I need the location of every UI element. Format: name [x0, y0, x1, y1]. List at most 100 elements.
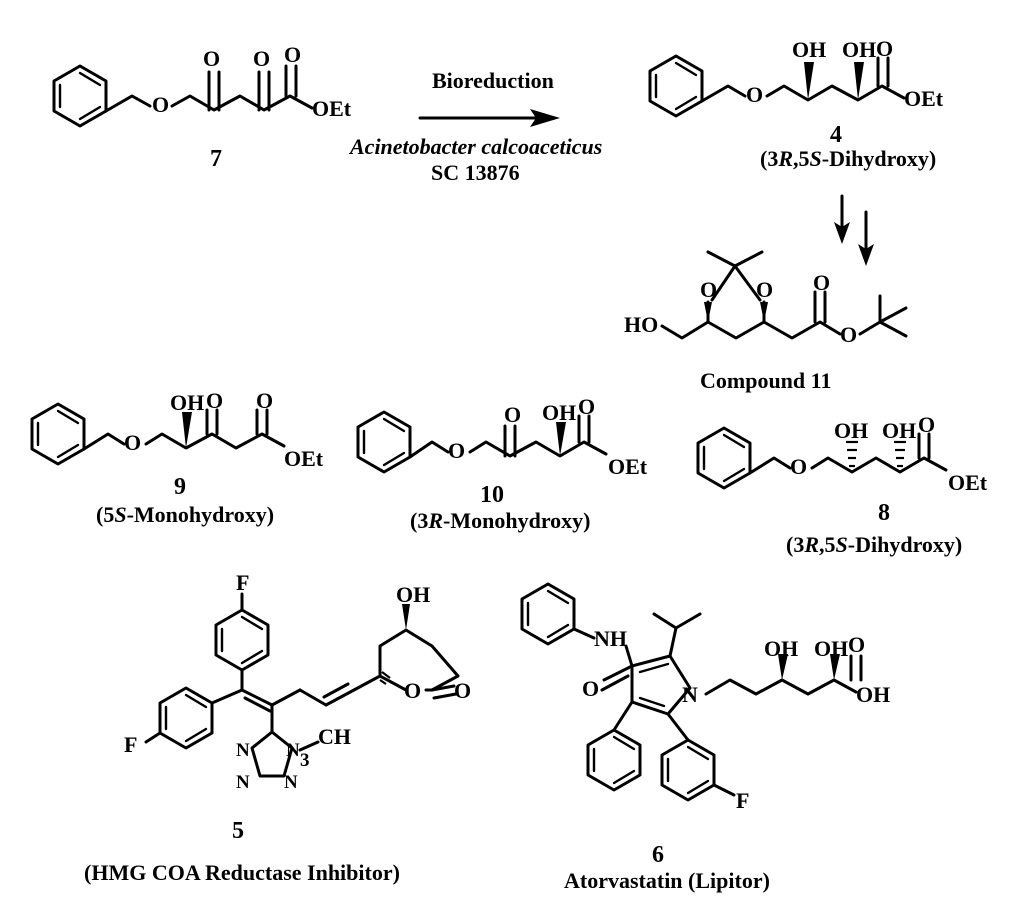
ethoxy-group: OEt [948, 470, 988, 495]
oxygen-ketone: O [206, 388, 223, 413]
oxygen-ring-1: O [700, 277, 717, 302]
oxygen-ketone-1: O [203, 46, 220, 71]
hydroxyl-terminal: HO [624, 312, 658, 337]
oxygen-amide: O [582, 676, 599, 701]
hydroxyl-5: OH [792, 37, 826, 62]
tetrazole-n-2: N [236, 772, 250, 793]
reaction-strain: SC 13876 [431, 160, 520, 185]
oxygen-ether: O [124, 430, 141, 455]
oxygen-ether: O [448, 438, 465, 463]
benzene-ring [648, 54, 704, 118]
oxygen-ester-carbonyl: O [284, 42, 301, 67]
compound-8-structure: O OH OH O OEt [696, 412, 988, 495]
hydroxyl-3: OH [542, 400, 576, 425]
compound-11-label: Compound 11 [700, 368, 831, 393]
oxygen-ester-carbonyl: O [918, 412, 935, 437]
oxygen-ketone: O [504, 402, 521, 427]
step-arrow-1-head [834, 222, 850, 244]
compound-6-descriptor: Atorvastatin (Lipitor) [564, 868, 770, 893]
stereo-wedge-5S [182, 412, 192, 448]
ethoxy-group: OEt [284, 446, 324, 471]
phenyl-ring-anilide [520, 582, 576, 646]
ethoxy-group: OEt [608, 454, 648, 479]
oxygen-ether: O [152, 92, 169, 117]
stereo-hash-lactone [379, 671, 391, 685]
stereo-wedge-5S [804, 62, 814, 100]
pyrrole-ring [630, 654, 692, 716]
reaction-organism: Acinetobacter calcoaceticus [348, 134, 602, 159]
reaction-condition-bioreduction: Bioreduction [432, 68, 554, 93]
compound-4-descriptor: (3R,5S-Dihydroxy) [760, 146, 936, 171]
benzene-ring [356, 410, 412, 474]
compound-7-number: 7 [210, 146, 222, 172]
fluorophenyl-ring [660, 738, 716, 802]
fluorine-top: F [236, 570, 249, 595]
reaction-arrow-head [530, 109, 560, 127]
compound-6-number: 6 [652, 842, 664, 868]
fluorine-left: F [124, 732, 137, 757]
compound-4-number: 4 [830, 122, 842, 148]
compound-9-descriptor: (5S-Monohydroxy) [96, 502, 274, 527]
compound-5-number: 5 [232, 818, 244, 844]
oxygen-lactone-carbonyl: O [454, 678, 471, 703]
compound-5-structure: F F N N N N CH 3 [124, 570, 471, 793]
oxygen-ester-carbonyl: O [578, 394, 595, 419]
hydroxyl-3: OH [842, 37, 876, 62]
oxygen-acid-carbonyl: O [848, 632, 865, 657]
hydroxyl-lactone: OH [396, 582, 430, 607]
stereo-wedge-lactone [402, 604, 410, 630]
hydroxyl-b: OH [814, 636, 848, 661]
benzene-ring [52, 64, 108, 128]
compound-5-descriptor: (HMG COA Reductase Inhibitor) [84, 860, 400, 885]
methyl-group: CH [318, 724, 351, 749]
tetrazole-n-4: N [286, 740, 300, 761]
compound-11-structure: O O HO O O [624, 250, 908, 347]
compound-8-number: 8 [878, 500, 890, 526]
stereo-wedge-3R [854, 62, 864, 100]
hydroxyl-5: OH [834, 418, 868, 443]
oxygen-ester-carbonyl: O [876, 36, 893, 61]
compound-7-structure: O O O O OEt [52, 42, 352, 128]
stereo-wedge-b [830, 654, 840, 680]
benzene-ring [30, 402, 86, 466]
ethoxy-group: OEt [312, 96, 352, 121]
ethoxy-group: OEt [904, 86, 944, 111]
step-arrow-2-head [858, 244, 874, 266]
oxygen-ether: O [790, 454, 807, 479]
oxygen-ether: O [746, 82, 763, 107]
stereo-wedge-a [704, 302, 712, 322]
compound-10-descriptor: (3R-Monohydroxy) [410, 508, 591, 533]
benzene-ring [696, 426, 752, 490]
compound-9-structure: O OH O O OEt [30, 388, 324, 471]
compound-10-structure: O O OH O OEt [356, 394, 648, 479]
oxygen-ketone-2: O [253, 46, 270, 71]
compound-6-structure: NH O N F OH OH O [520, 582, 890, 813]
stereo-hash-3R [894, 440, 906, 468]
hydroxyl-3: OH [882, 418, 916, 443]
oxygen-lactone-ring: O [404, 678, 421, 703]
oxygen-ester: O [840, 322, 857, 347]
pyrrole-nitrogen: N [682, 682, 698, 707]
stereo-hash-5S [846, 440, 858, 468]
hydroxyl-acid: OH [856, 682, 890, 707]
compound-9-number: 9 [174, 474, 186, 500]
fluorophenyl-ring-left [158, 686, 214, 750]
compound-8-descriptor: (3R,5S-Dihydroxy) [786, 532, 962, 557]
oxygen-ester-carbonyl: O [256, 388, 273, 413]
methyl-subscript: 3 [300, 750, 310, 771]
stereo-wedge-a [778, 654, 788, 680]
stereo-wedge-b [760, 302, 768, 322]
tetrazole-n-1: N [236, 740, 250, 761]
phenyl-ring-c4 [586, 728, 642, 792]
hydroxyl-a: OH [764, 636, 798, 661]
oxygen-ring-2: O [756, 277, 773, 302]
fluorophenyl-ring-top [214, 608, 270, 672]
fluorine: F [736, 788, 749, 813]
hydroxyl-5: OH [170, 390, 204, 415]
amide-nh: NH [594, 626, 627, 651]
compound-4-structure: O OH OH O OEt [648, 36, 944, 118]
compound-10-number: 10 [480, 482, 504, 508]
tetrazole-n-3: N [284, 772, 298, 793]
stereo-wedge-3R [556, 422, 566, 456]
